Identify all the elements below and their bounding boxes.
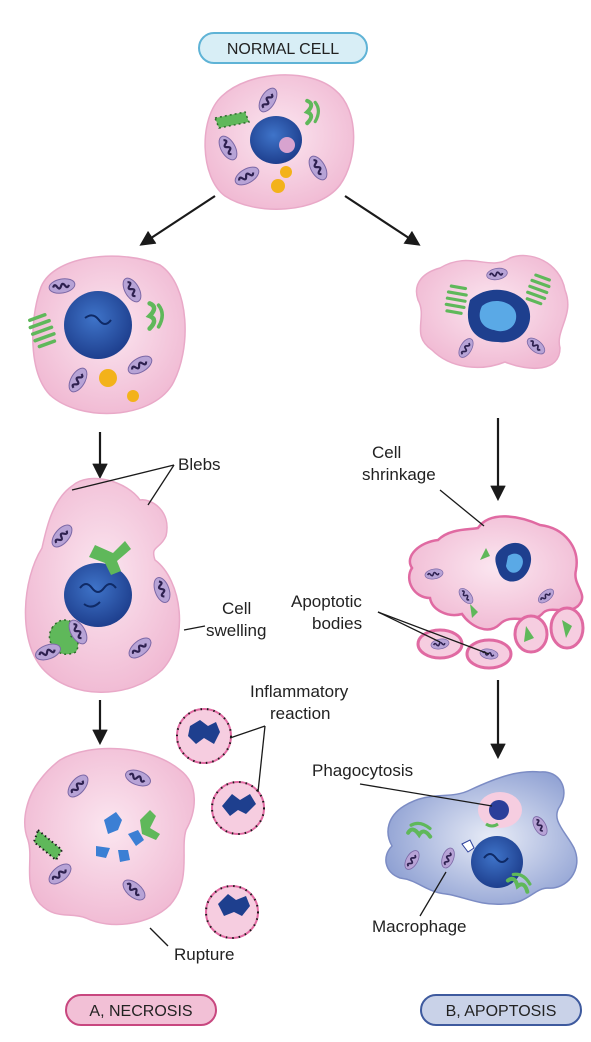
apoptotic-bodies — [416, 606, 585, 670]
necrosis-label: A, NECROSIS — [89, 1003, 192, 1020]
cell-swelling-label-line2: swelling — [206, 621, 266, 640]
apoptosis-label: B, APOPTOSIS — [446, 1003, 557, 1020]
apoptosis-pill: B, APOPTOSIS — [420, 994, 582, 1026]
necrosis-stage-1-cell — [26, 255, 186, 415]
apoptotic-bodies-label-line2: bodies — [312, 614, 362, 633]
inflammatory-cells — [176, 708, 265, 939]
necrosis-stage-2-cell — [24, 477, 181, 693]
cell-shrinkage-label-line2: shrinkage — [362, 465, 436, 484]
inflammatory-label-line2: reaction — [270, 704, 330, 723]
macrophage-label: Macrophage — [372, 917, 467, 936]
apoptotic-bodies-label-line1: Apoptotic — [291, 592, 362, 611]
rupture-label: Rupture — [174, 945, 234, 964]
inflammatory-label-line1: Inflammatory — [250, 682, 349, 701]
neutrophil-1 — [176, 708, 232, 764]
cell-swelling-label-line1: Cell — [222, 599, 251, 618]
nucleus — [471, 836, 523, 888]
cell-shrinkage-label-line1: Cell — [372, 443, 401, 462]
ruptured-cell — [24, 747, 195, 926]
necrosis-pill: A, NECROSIS — [65, 994, 217, 1026]
neutrophil-2 — [211, 781, 265, 835]
apoptosis-stage-1-cell — [415, 254, 569, 369]
phagocytosis-label: Phagocytosis — [312, 761, 413, 780]
nucleus — [64, 563, 132, 627]
normal-cell-pill: NORMAL CELL — [198, 32, 368, 64]
normal-cell-label: NORMAL CELL — [227, 41, 339, 58]
macrophage — [385, 770, 578, 905]
blebs-label: Blebs — [178, 455, 221, 474]
neutrophil-3 — [205, 885, 259, 939]
normal-cell — [204, 74, 355, 210]
nucleus — [64, 291, 132, 359]
nucleus — [250, 116, 302, 164]
apoptosis-stage-2-cell — [407, 515, 584, 631]
